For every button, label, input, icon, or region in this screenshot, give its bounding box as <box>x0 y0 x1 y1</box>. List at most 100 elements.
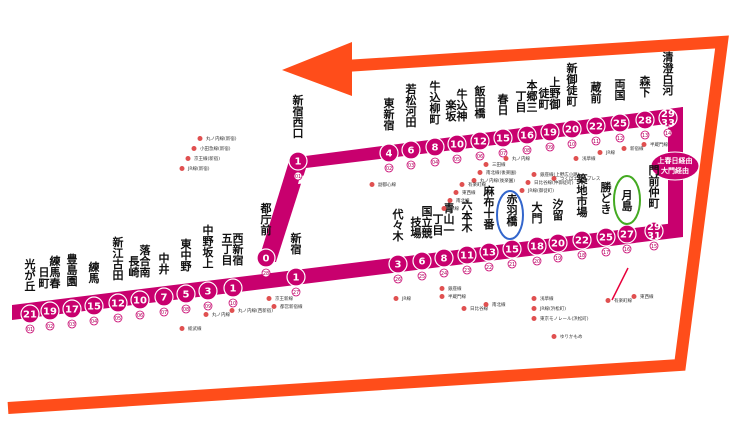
station-code-badge <box>181 304 191 314</box>
station-code-badge <box>553 253 563 263</box>
transfer-line-icon <box>197 136 203 141</box>
transfer-label: JR線 <box>401 295 411 302</box>
transfer-line-icon <box>439 286 445 291</box>
station-minutes: 29 <box>647 222 661 233</box>
station-name: 丁目 <box>433 213 444 237</box>
station-code: 11 <box>593 139 599 145</box>
transfer-label: 丸ノ内線(後楽園) <box>480 177 515 184</box>
station-minutes: 11 <box>460 251 474 262</box>
transfer-line-icon <box>551 334 557 339</box>
transfer-label: 都営新宿線 <box>280 303 303 310</box>
transfer-line-icon <box>441 206 447 211</box>
transfer-t-ueno-1: 銀座線(上野広小路) <box>531 171 580 178</box>
station-minutes: 19 <box>43 307 57 318</box>
transfer-line-icon <box>179 326 185 331</box>
station-minutes-badge <box>256 248 276 268</box>
stations: 21光が丘0119練馬春日町0217豊島園0315練馬0412新江古田0510落… <box>20 50 678 334</box>
transfer-line-icon <box>641 142 647 147</box>
station-name: 丁目 <box>516 90 527 114</box>
station-minutes: 28 <box>638 116 652 127</box>
station-minutes-badge <box>401 140 421 160</box>
station-code: 05 <box>454 157 460 163</box>
transfer-t-shinjuku-2: 都営新宿線 <box>271 303 303 310</box>
station-code-badge <box>135 310 145 320</box>
transfer-label: 京王新線 <box>275 295 293 302</box>
transfer-label: 銀座線 <box>448 285 462 292</box>
station-code: 01 <box>295 174 301 180</box>
transfer-label: 銀座線(上野広小路) <box>540 171 580 178</box>
station-code: 10 <box>569 142 575 148</box>
station-code: 18 <box>579 253 585 259</box>
station-minutes: 21 <box>23 310 37 321</box>
transfer-label: 半蔵門線 <box>448 293 466 300</box>
transfer-label: 丸ノ内線(西新宿) <box>238 307 273 314</box>
station-minutes-badge <box>457 245 477 265</box>
station-code-badge <box>228 298 238 308</box>
transfer-t-higashinakano: 総武線 <box>179 325 202 332</box>
transfer-line-icon <box>531 296 537 301</box>
station-minutes: 1 <box>293 273 300 284</box>
transfer-t-shiodome-1: ゆりかもめ <box>551 333 583 340</box>
station-minutes: 10 <box>450 140 464 151</box>
station-name: 飯田橋 <box>474 84 487 120</box>
station-name: 代々木 <box>392 207 405 243</box>
direction-arrow <box>7 35 729 414</box>
transfer-line-icon <box>266 296 272 301</box>
station-code: 13 <box>642 133 648 139</box>
station-minutes: 16 <box>520 131 534 142</box>
station-code-badge <box>89 316 99 326</box>
transfer-t-shinjuku-nishiguchi-1: 丸ノ内線(新宿) <box>197 135 237 142</box>
transfer-line-icon <box>519 188 525 193</box>
station-minutes: 18 <box>530 242 544 253</box>
station-minutes: 15 <box>496 134 510 145</box>
transfer-line-icon <box>459 182 465 187</box>
station-minutes: 5 <box>183 290 190 301</box>
station-minutes: 0 <box>263 254 270 265</box>
transfer-t-kasuga-2: 南北線(後楽園) <box>477 169 517 176</box>
transfer-label: 副都心線 <box>378 181 396 188</box>
transfer-t-monzen: 東西線 <box>631 293 654 300</box>
transfer-t-tsukishima: 有楽町線 <box>605 297 632 304</box>
station-code: 02 <box>386 166 392 172</box>
station-name: 蔵前 <box>591 80 602 105</box>
transfer-line-icon <box>551 176 557 181</box>
station-minutes: 6 <box>408 146 415 157</box>
transfer-label: 三田線 <box>492 161 506 168</box>
transfer-line-icon <box>531 172 537 177</box>
transfer-label: JR線(御徒町) <box>527 187 554 194</box>
station-minutes-badge <box>154 287 174 307</box>
station-code-badge <box>649 241 659 251</box>
transfer-t-yoyogi: JR線 <box>393 295 411 302</box>
station-minutes: 8 <box>441 254 448 265</box>
station-minutes-badge <box>517 125 537 145</box>
station-code: 23 <box>464 268 470 274</box>
station-code-badge <box>291 287 301 297</box>
station-minutes: 1 <box>295 157 302 168</box>
station-code: 10 <box>230 301 236 307</box>
station-code-badge <box>261 268 271 278</box>
station-minutes-badge <box>540 122 560 142</box>
station-code-badge <box>622 244 632 254</box>
station-minutes: 12 <box>111 299 125 310</box>
station-name: 森下 <box>640 74 652 99</box>
transfer-label: 総武線 <box>188 325 202 332</box>
station-minutes: 19 <box>543 128 557 139</box>
station-name: 春日 <box>498 92 510 117</box>
station-minutes: 25 <box>613 119 627 130</box>
station-minutes-badge <box>562 119 582 139</box>
branch-label-kasuga: 上春日経由 <box>658 156 693 165</box>
transfer-line-icon <box>597 150 603 155</box>
station-code: 20 <box>534 259 540 265</box>
station-code-badge <box>417 271 427 281</box>
